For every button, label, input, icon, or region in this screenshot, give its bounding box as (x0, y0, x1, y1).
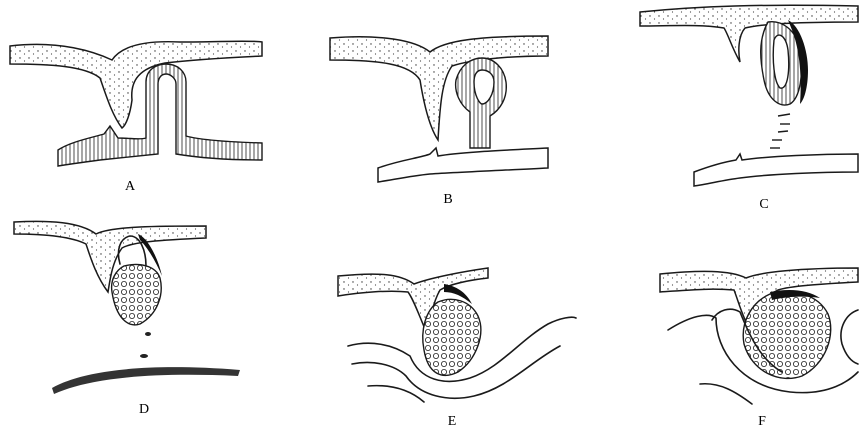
panel-label-b: B (443, 192, 452, 207)
panel-c (640, 5, 858, 186)
panel-label-e: E (448, 414, 457, 429)
panel-b (330, 36, 548, 182)
panel-f (660, 268, 858, 404)
panel-e (338, 268, 576, 402)
panel-a (10, 41, 262, 166)
panel-d (14, 221, 240, 394)
panel-label-a: A (125, 179, 136, 194)
panel-label-f: F (758, 414, 766, 429)
panel-label-c: C (759, 197, 768, 212)
panel-label-d: D (139, 402, 149, 417)
